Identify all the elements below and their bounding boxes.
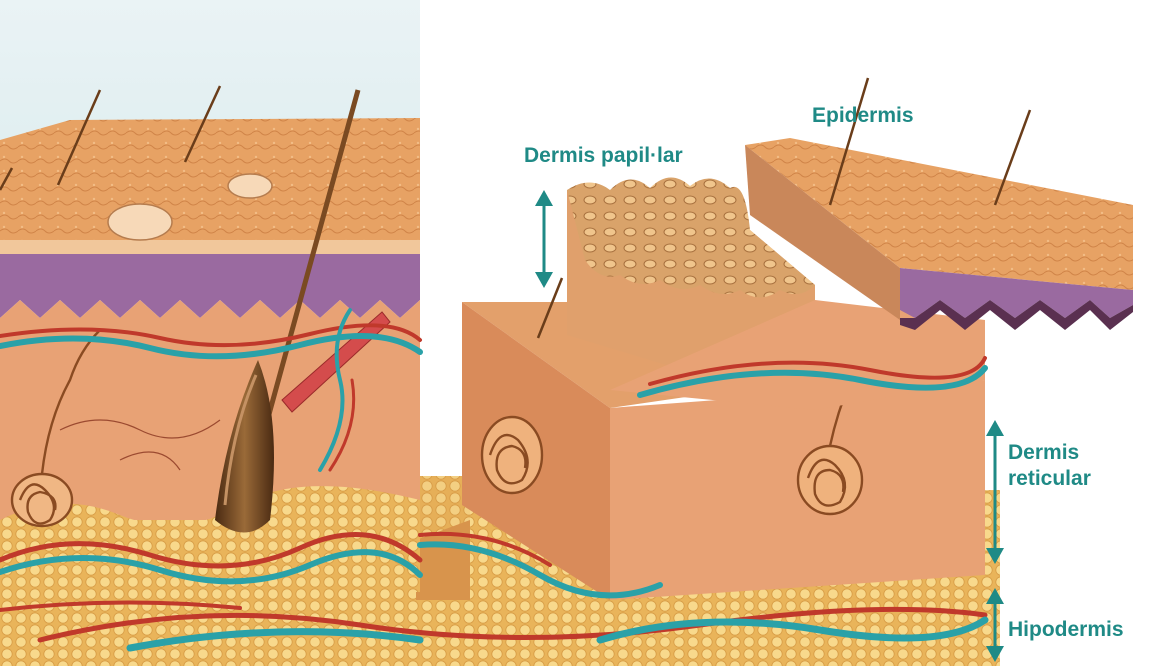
label-epidermis: Epidermis — [812, 103, 914, 129]
label-hipodermis: Hipodermis — [1008, 617, 1124, 643]
arrow-dermis-papillar — [535, 190, 553, 288]
label-dermis-papillar: Dermis papil·lar — [524, 143, 683, 169]
sweat-gland-middle — [482, 417, 542, 493]
label-dermis-reticular: Dermis reticular — [1008, 440, 1091, 492]
label-dermis-reticular-line2: reticular — [1008, 466, 1091, 492]
label-dermis-reticular-line1: Dermis — [1008, 440, 1091, 466]
